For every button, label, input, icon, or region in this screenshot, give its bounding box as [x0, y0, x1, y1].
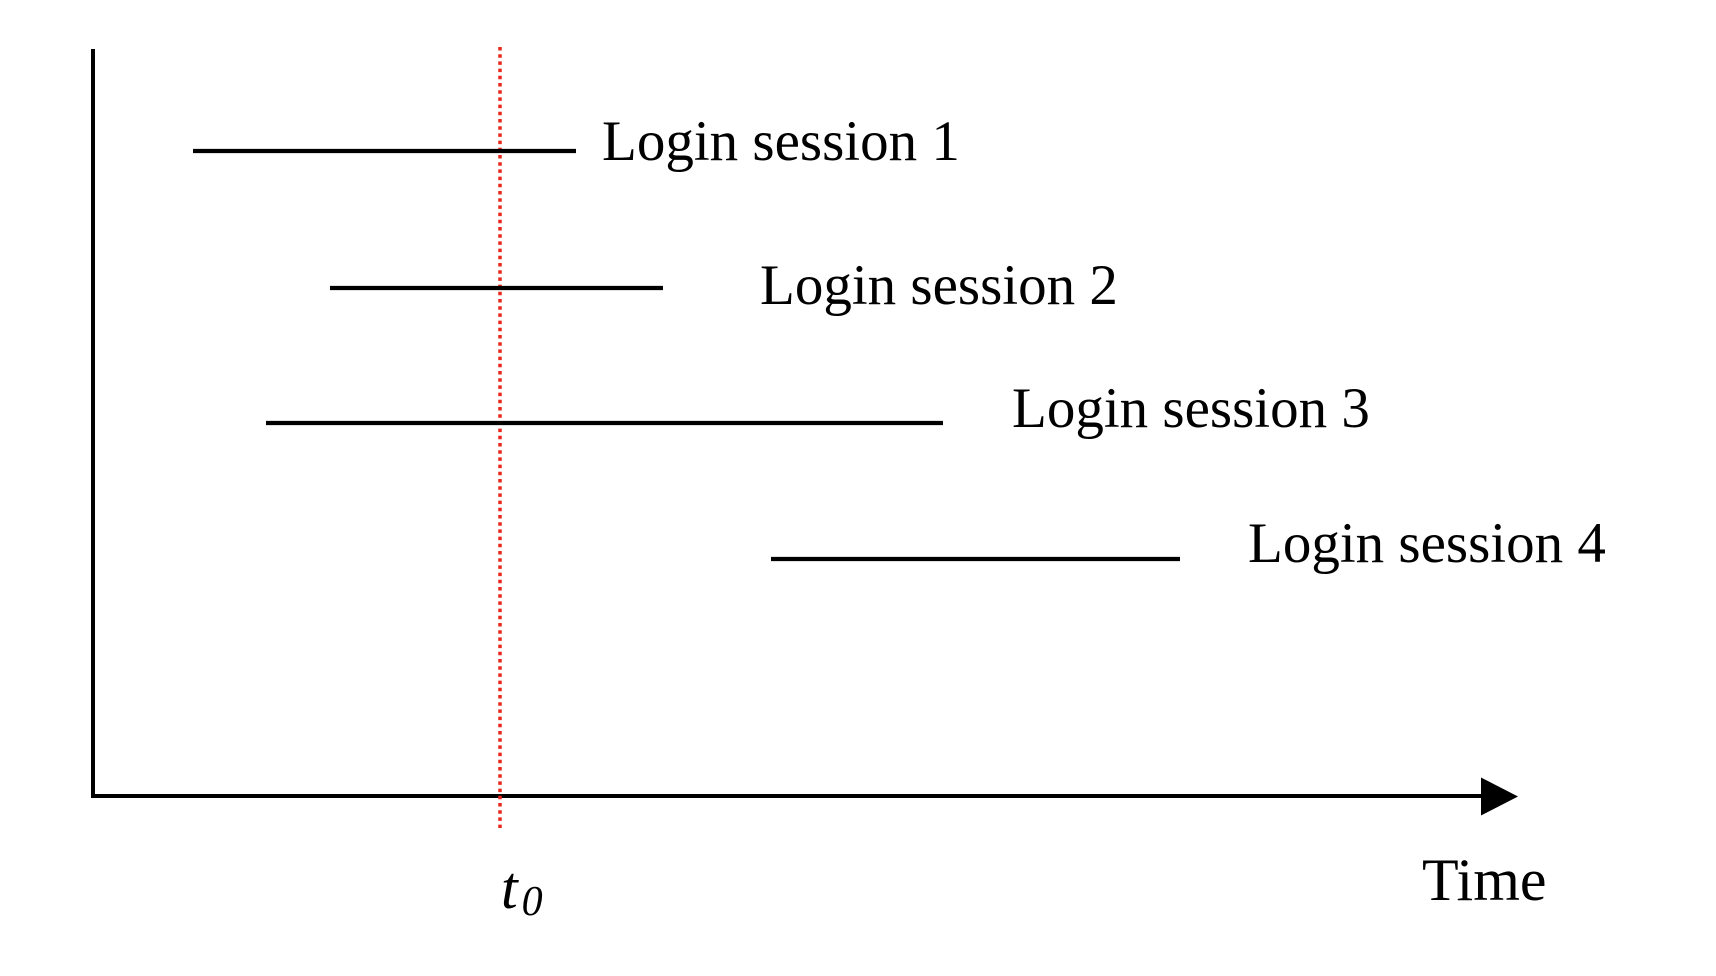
x-axis-arrowhead-icon [1481, 777, 1518, 816]
time-axis-label: Time [1422, 847, 1547, 913]
session-group: Login session 1 Login session 2 Login sess… [193, 110, 1606, 575]
session-2-label: Login session 2 [760, 254, 1118, 317]
session-1-label: Login session 1 [602, 110, 960, 173]
session-4-label: Login session 4 [1248, 512, 1606, 575]
session-3-label: Login session 3 [1012, 377, 1370, 440]
t0-label-subscript: 0 [522, 879, 543, 925]
t0-label-main: t [501, 855, 519, 921]
t0-label: t 0 [501, 855, 543, 925]
